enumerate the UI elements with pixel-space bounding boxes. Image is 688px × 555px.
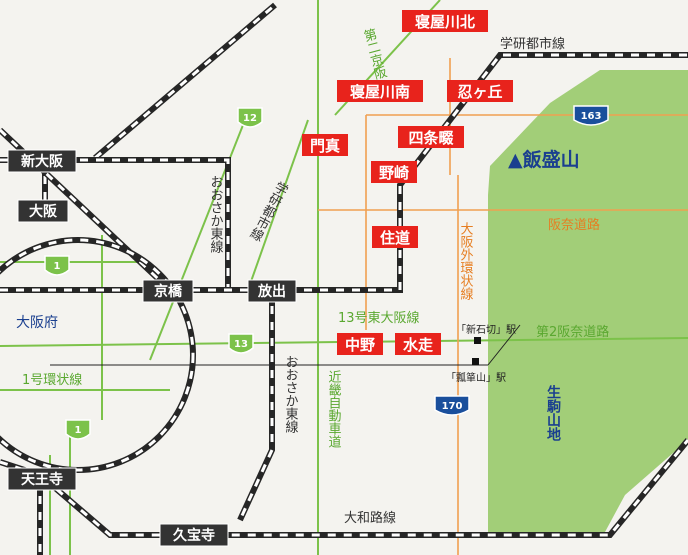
station-neyagawa-kita: 寝屋川北 bbox=[402, 10, 488, 32]
station-kadoma: 門真 bbox=[302, 134, 348, 156]
svg-text:163: 163 bbox=[581, 111, 602, 122]
hyotanyama-label: 「瓢箪山」駅 bbox=[446, 371, 506, 384]
route1-shield-north: 1 bbox=[44, 255, 70, 276]
svg-text:四条畷: 四条畷 bbox=[408, 129, 453, 147]
svg-text:放出: 放出 bbox=[257, 283, 286, 300]
thin-connector bbox=[487, 324, 521, 366]
svg-text:天王寺: 天王寺 bbox=[21, 472, 63, 488]
ikoma-sanchi-label: 生駒山地 bbox=[545, 384, 561, 442]
svg-text:12: 12 bbox=[243, 113, 257, 124]
station-shinobugaoka: 忍ヶ丘 bbox=[447, 80, 513, 102]
svg-text:野崎: 野崎 bbox=[379, 164, 409, 182]
kinki-expressway-label: 近畿自動車道 bbox=[326, 370, 342, 448]
station-shin-osaka: 新大阪 bbox=[7, 149, 77, 173]
svg-text:久宝寺: 久宝寺 bbox=[172, 527, 215, 544]
yamatoji-label: 大和路線 bbox=[344, 510, 396, 526]
route12-shield: 12 bbox=[237, 107, 263, 128]
iimoriyama-label: ▲飯盛山 bbox=[508, 148, 580, 171]
osaka-fu-label: 大阪府 bbox=[16, 315, 58, 331]
route13-shield: 13 bbox=[228, 333, 254, 354]
svg-text:住道: 住道 bbox=[380, 229, 410, 247]
svg-text:大阪: 大阪 bbox=[29, 203, 58, 220]
gakken-toshi-label: 学研都市線 bbox=[500, 36, 565, 52]
hyotanyama-marker bbox=[472, 358, 479, 365]
rail-shin-osaka-line bbox=[0, 157, 231, 290]
svg-text:170: 170 bbox=[442, 401, 463, 412]
daini-keihan-label: 第二京阪 bbox=[359, 27, 388, 83]
svg-text:中野: 中野 bbox=[345, 336, 375, 354]
ikoma-mountain-area bbox=[488, 70, 688, 532]
station-kyobashi: 京橋 bbox=[142, 279, 194, 303]
station-mizuhai: 水走 bbox=[395, 333, 441, 355]
rail-osaka-higashi-south bbox=[237, 290, 275, 522]
rail-loop bbox=[0, 237, 196, 473]
station-sumimichi: 住道 bbox=[372, 226, 418, 248]
station-kyuhoji: 久宝寺 bbox=[159, 523, 229, 547]
route1-shield-south: 1 bbox=[65, 419, 91, 440]
svg-text:1: 1 bbox=[75, 425, 82, 436]
svg-text:水走: 水走 bbox=[403, 336, 433, 354]
station-hanaten: 放出 bbox=[247, 279, 297, 303]
svg-text:新大阪: 新大阪 bbox=[21, 153, 64, 170]
shin-ishikiri-label: 「新石切」駅 bbox=[456, 323, 516, 336]
svg-text:忍ヶ丘: 忍ヶ丘 bbox=[457, 83, 502, 101]
station-nozaki: 野崎 bbox=[371, 161, 417, 183]
loop-route1-label: 1号環状線 bbox=[22, 372, 82, 388]
svg-text:京橋: 京橋 bbox=[154, 283, 183, 300]
route163-shield: 163 bbox=[573, 105, 609, 126]
svg-text:1: 1 bbox=[54, 261, 61, 272]
svg-text:寝屋川北: 寝屋川北 bbox=[415, 13, 475, 31]
osaka-sotokanjo-label: 大阪外環状線 bbox=[458, 222, 474, 300]
hanna-doro-label: 阪奈道路 bbox=[548, 217, 600, 233]
station-nakano: 中野 bbox=[337, 333, 383, 355]
station-shijonawate: 四条畷 bbox=[398, 126, 464, 148]
svg-text:13: 13 bbox=[234, 339, 248, 350]
station-neyagawa-minami: 寝屋川南 bbox=[337, 80, 423, 102]
station-osaka: 大阪 bbox=[17, 199, 69, 223]
svg-text:門真: 門真 bbox=[310, 137, 340, 155]
osaka-higashi-south-label: おおさか東線 bbox=[283, 355, 299, 433]
route13-label: 13号東大阪線 bbox=[338, 310, 420, 326]
rail-north-line bbox=[93, 2, 277, 161]
shin-ishikiri-marker bbox=[474, 337, 481, 344]
osaka-higashi-north-label: おおさか東線 bbox=[208, 175, 224, 253]
daini-hanna-label: 第2阪奈道路 bbox=[536, 324, 609, 340]
svg-text:寝屋川南: 寝屋川南 bbox=[350, 83, 410, 101]
station-tennoji: 天王寺 bbox=[7, 467, 77, 491]
route170-shield: 170 bbox=[434, 395, 470, 416]
